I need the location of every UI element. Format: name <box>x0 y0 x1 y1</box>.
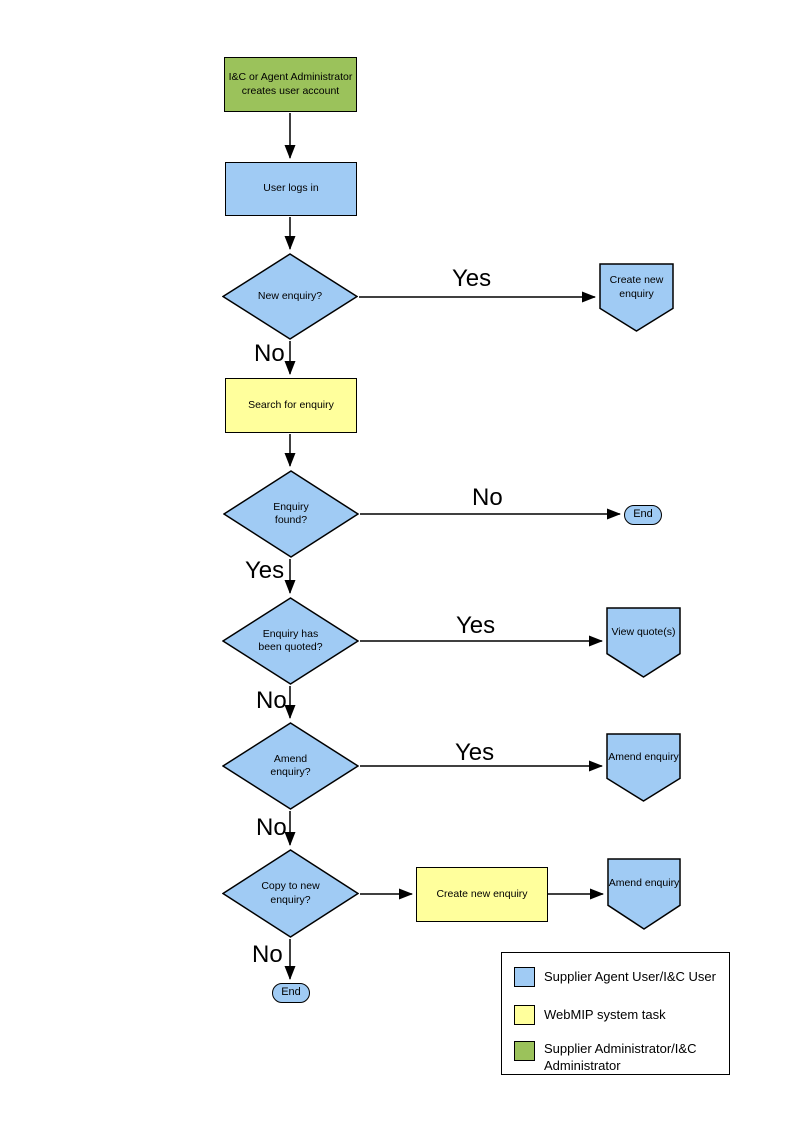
node-create-account: I&C or Agent Administrator creates user … <box>224 57 357 112</box>
edge-label-yes-new-enquiry: Yes <box>452 265 492 292</box>
node-enquiry-quoted-decision: Enquiry has been quoted? <box>222 597 359 685</box>
node-label: Enquiry has been quoted? <box>258 627 323 653</box>
edge-label-yes-enquiry-quoted: Yes <box>456 612 496 639</box>
node-end-2: End <box>272 983 310 1003</box>
edge-label-yes-enquiry-found: Yes <box>245 557 285 584</box>
node-label: Amend enquiry? <box>270 752 311 778</box>
edge-label-yes-amend-enquiry: Yes <box>455 739 495 766</box>
node-amend-enquiry-1: Amend enquiry <box>606 733 681 802</box>
legend-swatch-yellow <box>514 1005 535 1025</box>
legend-label-blue: Supplier Agent User/I&C User <box>544 969 716 984</box>
node-enquiry-found-decision: Enquiry found? <box>223 470 359 558</box>
legend-swatch-green <box>514 1041 535 1061</box>
node-end-1: End <box>624 505 662 525</box>
legend-label-yellow: WebMIP system task <box>544 1007 666 1022</box>
node-label: Amend enquiry <box>608 750 679 763</box>
node-label: I&C or Agent Administrator creates user … <box>228 71 353 97</box>
node-label: User logs in <box>263 182 319 195</box>
node-create-new-enquiry-offpage: Create new enquiry <box>599 263 674 332</box>
edge-label-no-amend-enquiry: No <box>256 814 287 841</box>
node-search-for-enquiry: Search for enquiry <box>225 378 357 433</box>
node-label: Copy to new enquiry? <box>261 880 320 906</box>
edge-label-no-new-enquiry: No <box>254 340 285 367</box>
legend-label-green: Supplier Administrator/I&C Administrator <box>544 1041 697 1073</box>
node-label: Enquiry found? <box>273 500 309 526</box>
node-label: New enquiry? <box>257 289 323 302</box>
node-create-new-enquiry-task: Create new enquiry <box>416 867 548 922</box>
node-label: Amend enquiry <box>608 877 680 890</box>
node-user-logs-in: User logs in <box>225 162 357 216</box>
edge-label-no-copy-to-new: No <box>252 941 283 968</box>
node-label: View quote(s) <box>611 625 676 638</box>
node-new-enquiry-decision: New enquiry? <box>222 253 358 340</box>
node-label: End <box>281 986 301 999</box>
node-label: Create new enquiry <box>436 887 528 900</box>
node-label: Create new enquiry <box>609 274 664 300</box>
node-amend-enquiry-2: Amend enquiry <box>607 858 681 930</box>
edge-label-no-enquiry-quoted: No <box>256 687 287 714</box>
node-amend-enquiry-decision: Amend enquiry? <box>222 722 359 810</box>
node-label: Search for enquiry <box>248 398 334 411</box>
node-label: End <box>633 508 653 521</box>
node-copy-to-new-decision: Copy to new enquiry? <box>222 849 359 938</box>
legend: Supplier Agent User/I&C User WebMIP syst… <box>501 952 730 1075</box>
legend-swatch-blue <box>514 967 535 987</box>
node-view-quotes: View quote(s) <box>606 607 681 678</box>
edge-label-no-enquiry-found: No <box>472 484 503 511</box>
